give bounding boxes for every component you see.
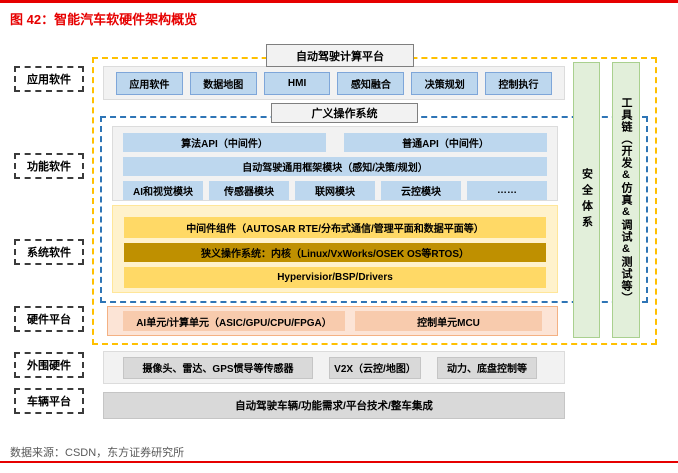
application-software-row: 应用软件 数据地图 HMI 感知融合 决策规划 控制执行 [103, 66, 565, 100]
algorithm-api-box: 算法API（中间件） [123, 133, 326, 152]
safety-system-column: 安全体系 [573, 62, 600, 338]
layer-label-functional-software: 功能软件 [14, 153, 84, 179]
os-label-box: 广义操作系统 [271, 103, 418, 123]
vehicle-integration-box: 自动驾驶车辆/功能需求/平台技术/整车集成 [103, 392, 565, 419]
app-box-perception-fusion: 感知融合 [337, 71, 405, 95]
network-module-box: 联网模块 [295, 181, 375, 200]
toolchain-column: 工具链（开发&仿真&调试&测试等） [612, 62, 640, 338]
system-software-block: 中间件组件（AUTOSAR RTE/分布式通信/管理平面和数据平面等） 狭义操作… [112, 205, 558, 293]
figure-title: 图 42：智能汽车软硬件架构概览 [10, 12, 198, 27]
framework-module-box: 自动驾驶通用框架模块（感知/决策/规划） [123, 157, 547, 176]
peripheral-hardware-row: 摄像头、雷达、GPS惯导等传感器 V2X（云控/地图） 动力、底盘控制等 [103, 351, 565, 384]
computing-platform-label-box: 自动驾驶计算平台 [266, 44, 414, 67]
top-red-rule [0, 0, 678, 3]
layer-label-hardware-platform: 硬件平台 [14, 306, 84, 332]
api-row: 算法API（中间件） 普通API（中间件） [123, 133, 547, 152]
app-box-control-execution: 控制执行 [485, 71, 552, 95]
layer-label-peripheral-hardware: 外围硬件 [14, 352, 84, 378]
app-box-decision-planning: 决策规划 [411, 71, 479, 95]
power-chassis-box: 动力、底盘控制等 [437, 356, 537, 379]
common-api-box: 普通API（中间件） [344, 133, 547, 152]
data-source-note: 数据来源：CSDN，东方证券研究所 [10, 447, 185, 459]
ai-vision-module-box: AI和视觉模块 [123, 181, 203, 200]
layer-label-vehicle-platform: 车辆平台 [14, 388, 84, 414]
sensor-module-box: 传感器模块 [209, 181, 289, 200]
mcu-control-unit-box: 控制单元MCU [355, 311, 542, 331]
toolchain-label: 工具链（开发&仿真&调试&测试等） [620, 96, 632, 304]
kernel-os-box: 狭义操作系统：内核（Linux/VxWorks/OSEK OS等RTOS） [124, 243, 546, 262]
modules-row: AI和视觉模块 传感器模块 联网模块 云控模块 …… [123, 181, 547, 200]
safety-system-label: 安全体系 [580, 168, 593, 232]
sensors-box: 摄像头、雷达、GPS惯导等传感器 [123, 356, 313, 379]
middleware-box: 中间件组件（AUTOSAR RTE/分布式通信/管理平面和数据平面等） [124, 217, 546, 238]
functional-software-block: 算法API（中间件） 普通API（中间件） 自动驾驶通用框架模块（感知/决策/规… [112, 126, 558, 201]
layer-label-system-software: 系统软件 [14, 239, 84, 265]
app-box-data-map: 数据地图 [189, 71, 257, 95]
v2x-box: V2X（云控/地图） [329, 356, 421, 379]
hardware-platform-block: AI单元/计算单元（ASIC/GPU/CPU/FPGA） 控制单元MCU [107, 306, 558, 336]
cloud-control-module-box: 云控模块 [381, 181, 461, 200]
bottom-red-rule [0, 461, 678, 463]
hypervisor-box: Hypervisior/BSP/Drivers [124, 267, 546, 288]
ai-compute-unit-box: AI单元/计算单元（ASIC/GPU/CPU/FPGA） [123, 311, 345, 331]
app-box-hmi: HMI [263, 71, 331, 95]
app-box-application: 应用软件 [116, 71, 183, 95]
more-modules-box: …… [467, 181, 547, 200]
layer-label-application-software: 应用软件 [14, 66, 84, 92]
